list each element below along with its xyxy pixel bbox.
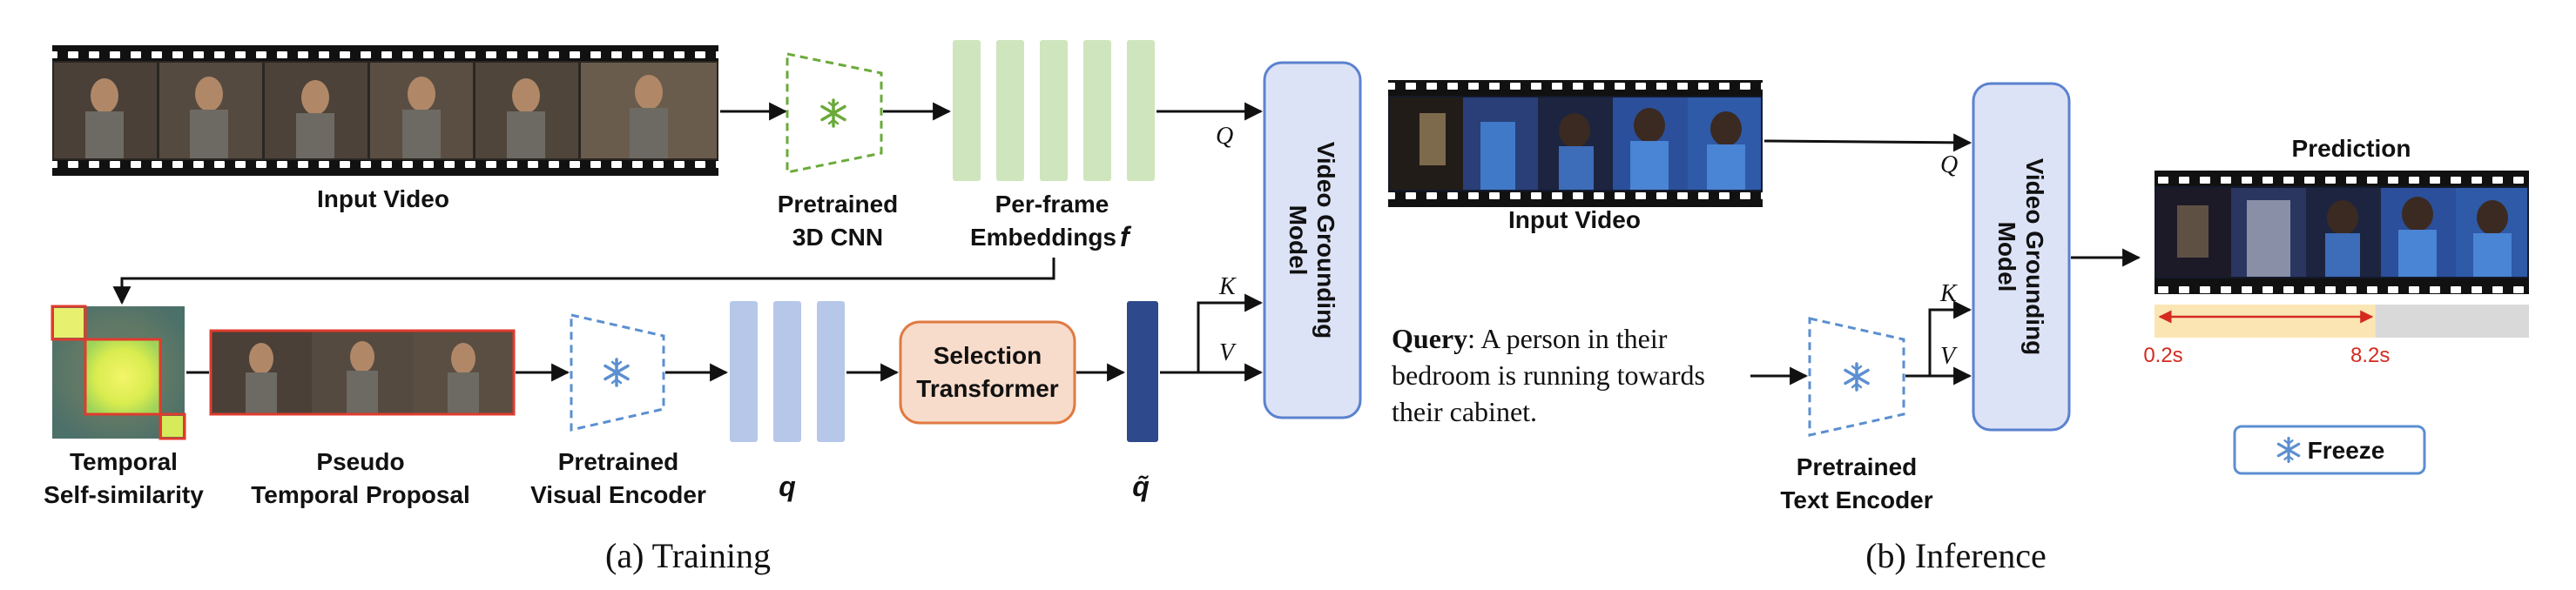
training-input-video-strip — [52, 45, 718, 176]
per-frame-embeddings — [953, 40, 1155, 181]
pretrained-visual-encoder — [570, 313, 665, 432]
visual-encoder-label-line2: Visual Encoder — [530, 481, 706, 508]
query-prefix: Query — [1392, 323, 1467, 354]
arrow-inference-video-to-vgm-q — [1763, 133, 1972, 152]
selection-transformer — [899, 320, 1076, 425]
proposal-label-line1: Pseudo — [316, 448, 404, 475]
training-vgm-label-line2: Model — [1285, 205, 1312, 276]
snowflake-icon — [604, 358, 630, 387]
prediction-start-time: 0.2s — [2143, 344, 2182, 367]
embeddings-label-line1: Per-frame — [995, 191, 1109, 218]
query-line2: bedroom is running towards — [1392, 359, 1705, 391]
inference-video-grounding-model — [1972, 82, 2071, 432]
cnn-label-line2: 3D CNN — [792, 224, 883, 251]
inference-input-video-label: Input Video — [1508, 206, 1641, 233]
training-caption: (a) Training — [605, 536, 771, 575]
training-vgm-label-line1: Video Grounding — [1312, 142, 1339, 339]
visual-encoder-label-line1: Pretrained — [558, 448, 679, 475]
freeze-legend: Freeze — [2233, 425, 2426, 475]
embeddings-label-line2: Embeddings — [970, 224, 1116, 251]
embeddings-symbol-f: f — [1120, 221, 1132, 252]
video-frames — [54, 63, 717, 158]
predicted-span — [2155, 305, 2376, 338]
inference-q-symbol: Q — [1940, 151, 1958, 178]
training-q-symbol: Q — [1216, 123, 1233, 150]
query-text-line1: Query: A person in their — [1392, 323, 1668, 354]
similarity-label-line1: Temporal — [70, 448, 178, 475]
q-tilde-symbol: q̃ — [1132, 471, 1150, 502]
training-v-symbol: V — [1219, 339, 1237, 366]
pseudo-temporal-proposal — [209, 329, 516, 416]
prediction-end-time: 8.2s — [2350, 344, 2390, 367]
inference-vgm-label-line1: Video Grounding — [2021, 158, 2048, 356]
query-line3: their cabinet. — [1392, 396, 1537, 427]
text-encoder-label-line1: Pretrained — [1797, 453, 1918, 480]
arrow-q-tilde-to-vgm-k — [1197, 293, 1264, 372]
pretrained-3d-cnn — [786, 52, 883, 174]
freeze-label: Freeze — [2308, 437, 2385, 464]
selection-label-line2: Transformer — [916, 375, 1058, 402]
proposal-label-line2: Temporal Proposal — [251, 481, 470, 508]
q-symbol: q — [779, 471, 796, 502]
inference-caption: (b) Inference — [1865, 536, 2047, 575]
visual-features-q — [730, 301, 845, 442]
arrow-embeddings-to-self-similarity — [112, 258, 1055, 305]
inference-vgm-label-line2: Model — [1993, 222, 2020, 292]
arrow-text-to-vgm-k — [1928, 300, 1972, 376]
query-line1: : A person in their — [1467, 323, 1668, 354]
temporal-self-similarity-matrix — [51, 305, 186, 440]
snowflake-icon — [820, 98, 846, 128]
inference-input-video-strip — [1388, 80, 1763, 207]
similarity-label-line2: Self-similarity — [44, 481, 204, 508]
cnn-label-line1: Pretrained — [778, 191, 899, 218]
training-input-video-label: Input Video — [317, 185, 449, 212]
text-encoder-label-line2: Text Encoder — [1780, 486, 1932, 513]
inference-k-symbol: K — [1939, 280, 1958, 307]
selected-feature-q-tilde — [1127, 301, 1158, 442]
snowflake-icon — [1844, 362, 1870, 392]
selection-label-line1: Selection — [934, 342, 1042, 369]
prediction-video-strip — [2155, 171, 2529, 294]
training-video-grounding-model — [1263, 61, 1362, 419]
pretrained-text-encoder — [1808, 317, 1905, 437]
training-k-symbol: K — [1218, 273, 1237, 300]
inference-v-symbol: V — [1940, 343, 1958, 370]
prediction-label: Prediction — [2292, 135, 2411, 162]
